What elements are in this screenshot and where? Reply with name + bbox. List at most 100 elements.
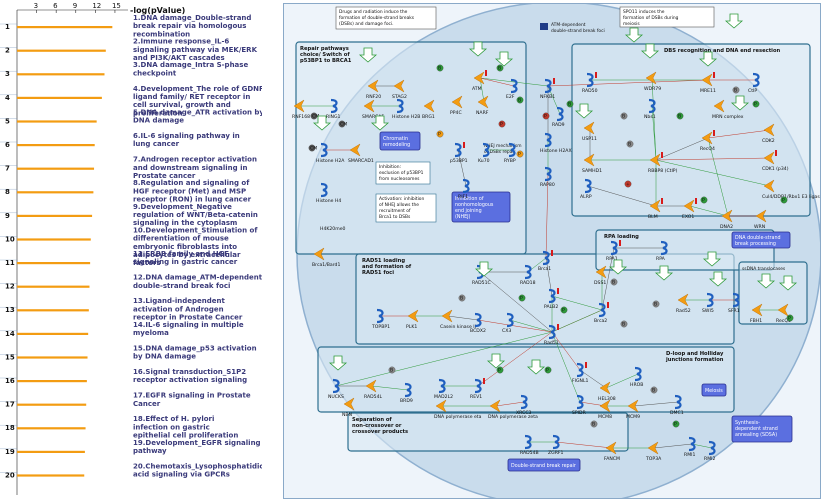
rank-label-14: 15 [5, 353, 15, 361]
rmi2-protein-icon [708, 440, 716, 456]
wdr79-label: WDR79 [644, 86, 661, 92]
section-rpa [595, 229, 775, 271]
node-plk1: PLK1 [406, 309, 419, 330]
hist_h2a-protein-icon [320, 142, 328, 158]
process-chromatin [379, 131, 421, 151]
marker-25 [650, 386, 658, 394]
note-atm-foci-2: double-strand break foci [551, 28, 605, 34]
node-rap80: RAP80 [540, 166, 555, 188]
input-arrow-icon-15 [486, 353, 506, 369]
marker-21 [518, 294, 526, 302]
marker-label-25: B [652, 388, 655, 394]
node-cx3: CX3 [502, 312, 514, 334]
edge-atm-e2f [479, 77, 515, 87]
bcdx2-protein-icon [474, 312, 482, 328]
marker-17 [560, 306, 568, 314]
rnf20-enzyme-icon [367, 79, 379, 93]
rpa1-protein-icon [610, 240, 618, 256]
brca1bard1-enzyme-icon [313, 247, 325, 261]
edge-rmi1-rmi2 [691, 443, 713, 449]
edge-mcm9-dmc1 [633, 401, 679, 407]
marker-26 [590, 420, 598, 428]
node-palb2: PALB2 [544, 288, 559, 310]
atm-expression-bar [485, 70, 487, 76]
note-nhej-1: NHEJ mechanism [484, 143, 521, 149]
rad51c-label: RAD51C [472, 280, 491, 286]
nucks-protein-icon [332, 378, 340, 394]
narf-enzyme-icon [477, 95, 489, 109]
marker-28 [786, 314, 794, 322]
title-repair-choice-1: Repair pathways [300, 46, 349, 52]
smarca5-label: SMARCA5 [362, 114, 384, 120]
node-wdr79: WDR79 [644, 71, 661, 92]
plk1-enzyme-icon [407, 309, 419, 323]
note-activation-2: of NHEJ allows the [379, 202, 419, 208]
alrp-protein-icon [584, 178, 592, 194]
bar-11 [17, 285, 90, 288]
marker-1 [496, 64, 504, 72]
bar-12 [17, 309, 89, 312]
node-smarca5: SMARCA5 [362, 99, 384, 120]
h2ax-label: Histone H2AX [540, 148, 572, 154]
stag2-enzyme-icon [393, 79, 405, 93]
node-poleta: DNA polymerase eta [434, 399, 482, 420]
marker-6 [676, 112, 684, 120]
node-e2f: E2F [506, 78, 518, 100]
input-arrow-icon-12 [756, 273, 776, 289]
node-usp11: USP11 [582, 121, 597, 142]
input-arrow-icon-14 [328, 355, 348, 371]
hrob-label: HROB [630, 382, 643, 388]
marker-label-0: B [438, 66, 441, 72]
h2ax-protein-icon [544, 132, 552, 148]
rpa1-expression-bar [619, 240, 621, 246]
plk1-label: PLK1 [406, 324, 417, 330]
rank-label-11: 12 [5, 283, 15, 291]
edge-recq4-dna2 [707, 137, 729, 217]
brca2-protein-icon [598, 302, 606, 318]
node-pppp: PP4C [450, 95, 463, 116]
marker-label-31: CM [312, 114, 319, 120]
edge-rad51-brca2 [551, 309, 603, 333]
node-p53bp1: p53BP1 [450, 142, 468, 164]
node-mre11: MRE11 [700, 72, 716, 94]
node-cul4: Cul4/DDB1/Rbx1 E3 ligase [762, 179, 821, 200]
node-dss1: DSS1 [594, 265, 607, 286]
polzeta-label: DNA polymerase zeta [488, 414, 538, 420]
note-activation-3: recruitment of [379, 208, 411, 214]
input-arrow-icon-9 [654, 265, 674, 281]
marker-label-10: P [544, 114, 547, 120]
mrn-label: MRN complex [712, 114, 744, 120]
node-recq5: RecQ5 [776, 303, 791, 324]
brd9-protein-icon [404, 382, 412, 398]
node-fancm: FANCM [604, 441, 620, 462]
process-chromatin-2: remodeling [383, 142, 410, 148]
recq4-label: RecQ4 [700, 146, 715, 152]
cul4-label: Cul4/DDB1/Rbx1 E3 ligase [762, 194, 821, 200]
marker-label-21: P [520, 296, 523, 302]
node-smarcad1: SMARCAD1 [348, 143, 374, 164]
cdk1-label: CDK1 (p34) [762, 166, 789, 172]
mre11-expression-bar [713, 72, 715, 78]
rad18-label: RAD18 [520, 280, 536, 286]
blm-label: BLM [648, 214, 658, 220]
node-brd9: BRD9 [400, 382, 413, 404]
marker-12 [516, 150, 524, 158]
bar-18 [17, 450, 85, 453]
p53bp1-expression-bar [463, 142, 465, 148]
node-rbbp8: RBBP8 (CtIP) [648, 152, 678, 174]
edge-nfkb-mre11 [547, 79, 709, 87]
rank-label-6: 7 [5, 165, 10, 173]
process-nhej-4: (NHEJ) [455, 214, 471, 220]
rad54b-protein-icon [524, 434, 532, 450]
hel308-enzyme-icon [599, 381, 611, 395]
process-nhej-3: end joining [455, 208, 482, 214]
ck2-enzyme-icon [441, 309, 453, 323]
node-rmi1: RMI1 [684, 436, 696, 458]
node-wrn: WRN [754, 209, 767, 230]
node-hrob: HROB [630, 366, 643, 388]
process-chromatin-1: Chromatin [383, 136, 408, 142]
